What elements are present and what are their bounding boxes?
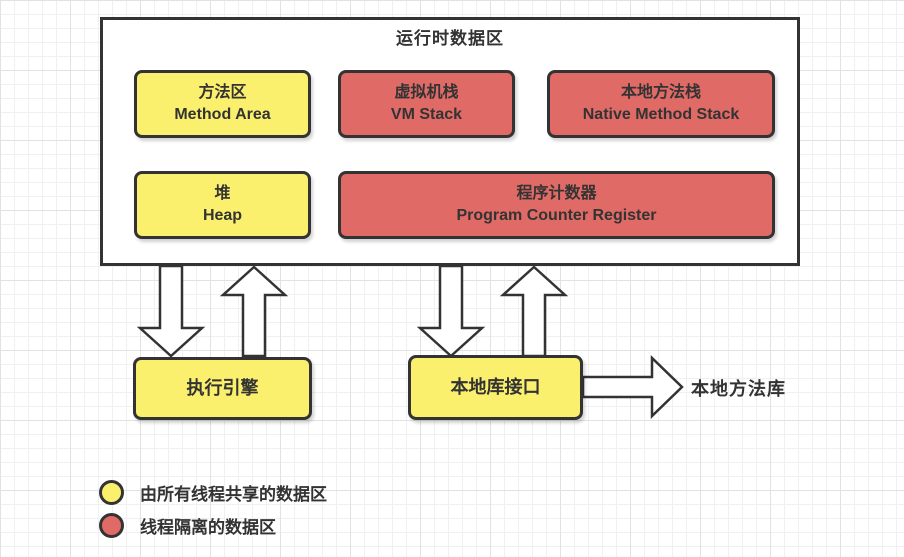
box-heap: 堆 Heap: [134, 171, 311, 239]
up-arrow-engine: [219, 265, 289, 358]
box-method-area: 方法区 Method Area: [134, 70, 311, 138]
box-native-method-stack-zh: 本地方法栈: [620, 84, 701, 102]
box-native-library-interface-label: 本地库接口: [450, 377, 541, 398]
up-arrow-native-interface: [499, 265, 569, 358]
legend-shared-label: 由所有线程共享的数据区: [140, 484, 327, 504]
legend-item-isolated: 线程隔离的数据区: [99, 512, 276, 538]
shared-swatch-icon: [99, 479, 124, 505]
box-native-method-stack: 本地方法栈 Native Method Stack: [547, 70, 775, 138]
box-vm-stack: 虚拟机栈 VM Stack: [338, 70, 515, 138]
box-heap-en: Heap: [202, 207, 243, 224]
legend-isolated-label: 线程隔离的数据区: [140, 517, 276, 537]
box-program-counter-register-en: Program Counter Register: [456, 207, 657, 224]
box-vm-stack-en: VM Stack: [390, 106, 463, 123]
box-method-area-zh: 方法区: [198, 84, 247, 102]
box-program-counter-register: 程序计数器 Program Counter Register: [338, 171, 775, 239]
down-arrow-engine: [136, 264, 206, 358]
right-arrow-native-library: [581, 355, 684, 419]
box-native-method-stack-en: Native Method Stack: [582, 106, 740, 123]
box-native-library-interface: 本地库接口: [408, 355, 583, 420]
diagram-title: 运行时数据区: [396, 29, 504, 48]
box-execution-engine-label: 执行引擎: [186, 378, 259, 399]
box-execution-engine: 执行引擎: [133, 357, 312, 420]
box-method-area-en: Method Area: [174, 106, 271, 123]
native-method-library-label: 本地方法库: [691, 379, 786, 399]
box-heap-zh: 堆: [214, 185, 231, 203]
down-arrow-native-interface: [416, 264, 486, 358]
isolated-swatch-icon: [99, 512, 124, 538]
box-vm-stack-zh: 虚拟机栈: [394, 84, 459, 102]
legend-item-shared: 由所有线程共享的数据区: [99, 479, 327, 505]
box-program-counter-register-zh: 程序计数器: [516, 185, 597, 203]
